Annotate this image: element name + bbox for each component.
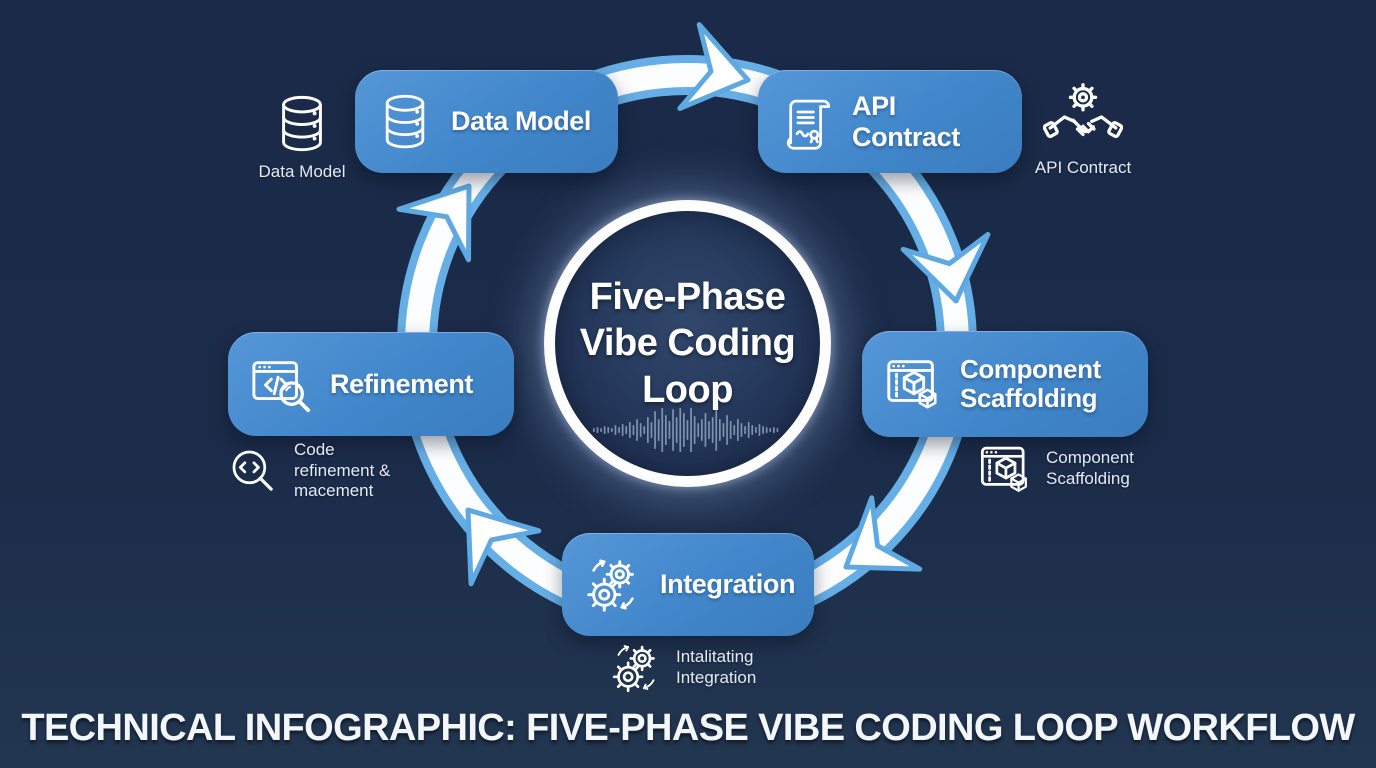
phase-box-integration: Integration <box>562 533 814 636</box>
phase-label: Refinement <box>330 368 474 399</box>
window-components-icon <box>887 360 937 409</box>
annotation-label: API Contract <box>1034 158 1132 177</box>
annotation-label: Intalitating Integration <box>676 647 757 687</box>
center-title-line: Vibe Coding <box>579 322 796 365</box>
gears-sync-icon <box>612 645 655 693</box>
phase-box-data-model: Data Model <box>355 70 618 173</box>
center-title-line: Five-Phase <box>589 275 786 318</box>
center-loop-title-circle: Five-Phase Vibe Coding Loop <box>544 200 831 487</box>
gears-sync-icon <box>587 559 634 612</box>
code-magnifier-icon <box>232 450 273 491</box>
window-components-icon <box>980 446 1027 492</box>
contract-scroll-icon <box>786 99 831 150</box>
phase-box-api-contract: API Contract <box>758 70 1022 173</box>
center-title-line: Loop <box>642 368 733 411</box>
annotation-integration: Intalitating Integration <box>608 640 781 696</box>
annotation-label: Component Scaffolding <box>1046 448 1134 488</box>
annotation-label: Data Model <box>258 162 346 181</box>
annotation-refinement: Code refinement & macement <box>224 440 402 502</box>
infographic-headline: TECHNICAL INFOGRAPHIC: FIVE-PHASE VIBE C… <box>21 707 1355 749</box>
code-review-magnifier-icon <box>252 361 311 413</box>
handshake-gear-icon <box>1043 83 1123 139</box>
phase-box-component-scaffolding: Component Scaffolding <box>862 331 1148 437</box>
database-icon <box>385 94 425 148</box>
annotation-component-scaffolding: Component Scaffolding <box>976 440 1161 498</box>
phase-label: Integration <box>660 569 796 600</box>
annotation-api-contract: API Contract <box>1015 82 1151 179</box>
annotation-data-model: Data Model <box>243 92 361 183</box>
phase-label: API Contract <box>852 91 960 152</box>
phase-label: Component Scaffolding <box>960 353 1101 413</box>
phase-label: Data Model <box>451 106 592 137</box>
database-icon <box>282 95 322 152</box>
phase-box-refinement: Refinement <box>228 332 514 436</box>
annotation-label: Code refinement & macement <box>294 440 391 501</box>
audio-waveform-icon <box>592 408 778 452</box>
